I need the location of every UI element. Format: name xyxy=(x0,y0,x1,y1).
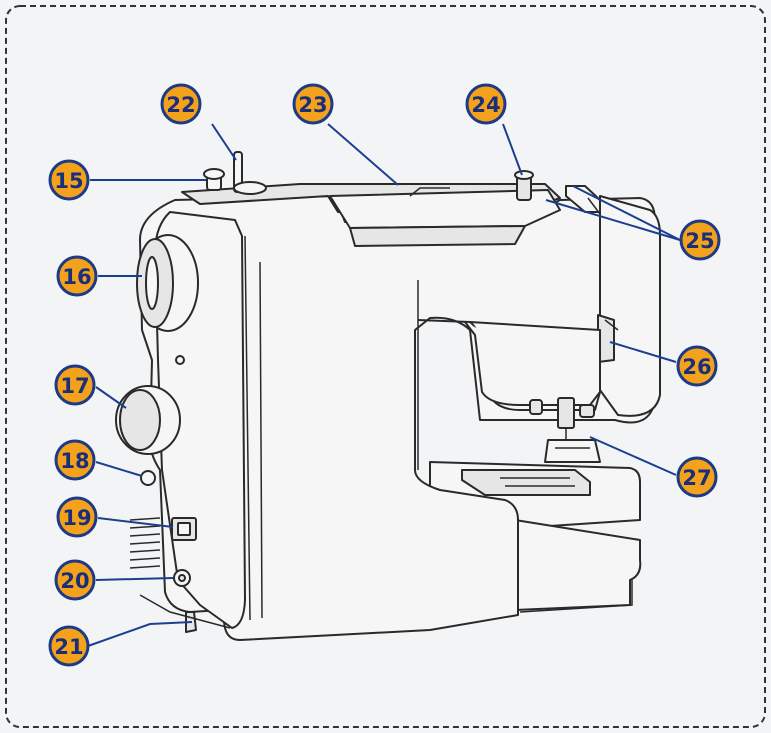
pattern-dial xyxy=(115,385,181,455)
callout-18: 18 xyxy=(54,439,96,481)
handwheel xyxy=(136,234,199,332)
svg-text:24: 24 xyxy=(471,93,500,117)
extension-table xyxy=(514,519,642,611)
svg-text:20: 20 xyxy=(60,569,89,593)
svg-text:16: 16 xyxy=(62,265,91,289)
leader-18 xyxy=(95,461,143,477)
callout-15: 15 xyxy=(48,159,90,201)
presser-foot-assembly xyxy=(529,397,601,463)
callout-16: 16 xyxy=(56,255,98,297)
leader-20 xyxy=(95,577,174,581)
leader-19 xyxy=(97,517,174,528)
callout-19: 19 xyxy=(56,496,98,538)
leader-22 xyxy=(211,123,237,161)
callout-22: 22 xyxy=(160,83,202,125)
leader-27 xyxy=(589,436,677,476)
callout-24: 24 xyxy=(465,83,507,125)
leader-23 xyxy=(327,123,399,186)
callout-20: 20 xyxy=(54,559,96,601)
vent-slots xyxy=(129,517,161,569)
callout-23: 23 xyxy=(292,83,334,125)
callout-27: 27 xyxy=(676,456,718,498)
svg-text:22: 22 xyxy=(166,93,195,117)
svg-text:23: 23 xyxy=(298,93,327,117)
leader-25b xyxy=(572,185,681,241)
sewing-machine-illustration xyxy=(115,151,661,641)
needle-plate xyxy=(461,469,591,496)
leader-17 xyxy=(95,386,127,409)
svg-text:21: 21 xyxy=(54,635,83,659)
callout-21: 21 xyxy=(48,625,90,667)
svg-text:19: 19 xyxy=(62,506,91,530)
leader-21 xyxy=(87,621,193,647)
leader-25a xyxy=(545,199,681,241)
leader-24 xyxy=(502,123,523,176)
svg-text:26: 26 xyxy=(682,355,711,379)
callouts: 15 16 17 18 19 20 21 22 xyxy=(48,83,721,667)
svg-text:18: 18 xyxy=(60,449,89,473)
thread-tray xyxy=(329,189,561,229)
machine-head xyxy=(599,195,661,417)
callout-25: 25 xyxy=(679,219,721,261)
svg-text:25: 25 xyxy=(685,229,714,253)
callout-17: 17 xyxy=(54,364,96,406)
leader-26 xyxy=(609,341,677,363)
callout-26: 26 xyxy=(676,345,718,387)
svg-text:27: 27 xyxy=(682,466,711,490)
leader-lines xyxy=(87,123,681,647)
svg-text:17: 17 xyxy=(60,374,89,398)
svg-text:15: 15 xyxy=(54,169,83,193)
